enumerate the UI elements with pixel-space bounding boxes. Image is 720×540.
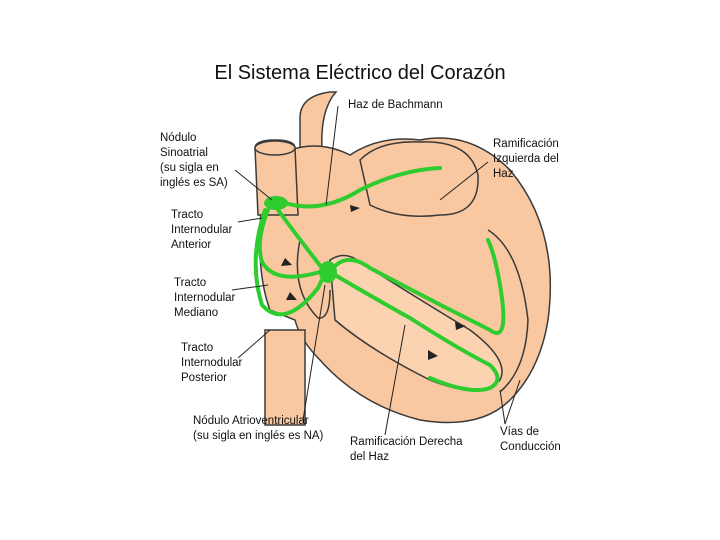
bachmann-bundle [280,166,442,209]
sa-node-mark [264,196,288,210]
label-av-node: Nódulo Atrioventricular (su sigla en ing… [193,415,324,442]
conduction-paths [253,166,506,392]
left-atrium [359,141,479,217]
label-anterior-tract: Tracto Internodular Anterior [171,209,233,251]
right-bundle-branch [328,270,500,392]
middle-tract [276,208,324,270]
label-conduction-pathways: Vías de Conducción [500,426,561,453]
left-bundle-branch [328,238,506,335]
label-bachmann-bundle: Haz de Bachmann [348,99,443,111]
diagram-title: El Sistema Eléctrico del Corazón [214,62,506,84]
conduction-arrows [281,205,466,360]
av-node-mark [319,261,337,283]
label-right-bundle-branch: Ramificación Derecha del Haz [350,436,463,463]
leader-lines [231,105,521,436]
label-posterior-tract: Tracto Internodular Posterior [181,342,243,384]
label-sa-node: Nódulo Sinoatrial (su sigla en inglés es… [160,132,228,189]
anterior-tract [257,203,322,279]
inferior-vena-cava [264,329,306,426]
label-middle-tract: Tracto Internodular Mediano [174,277,236,319]
label-left-bundle-branch: Ramificación Izquierda del Haz [493,138,559,180]
